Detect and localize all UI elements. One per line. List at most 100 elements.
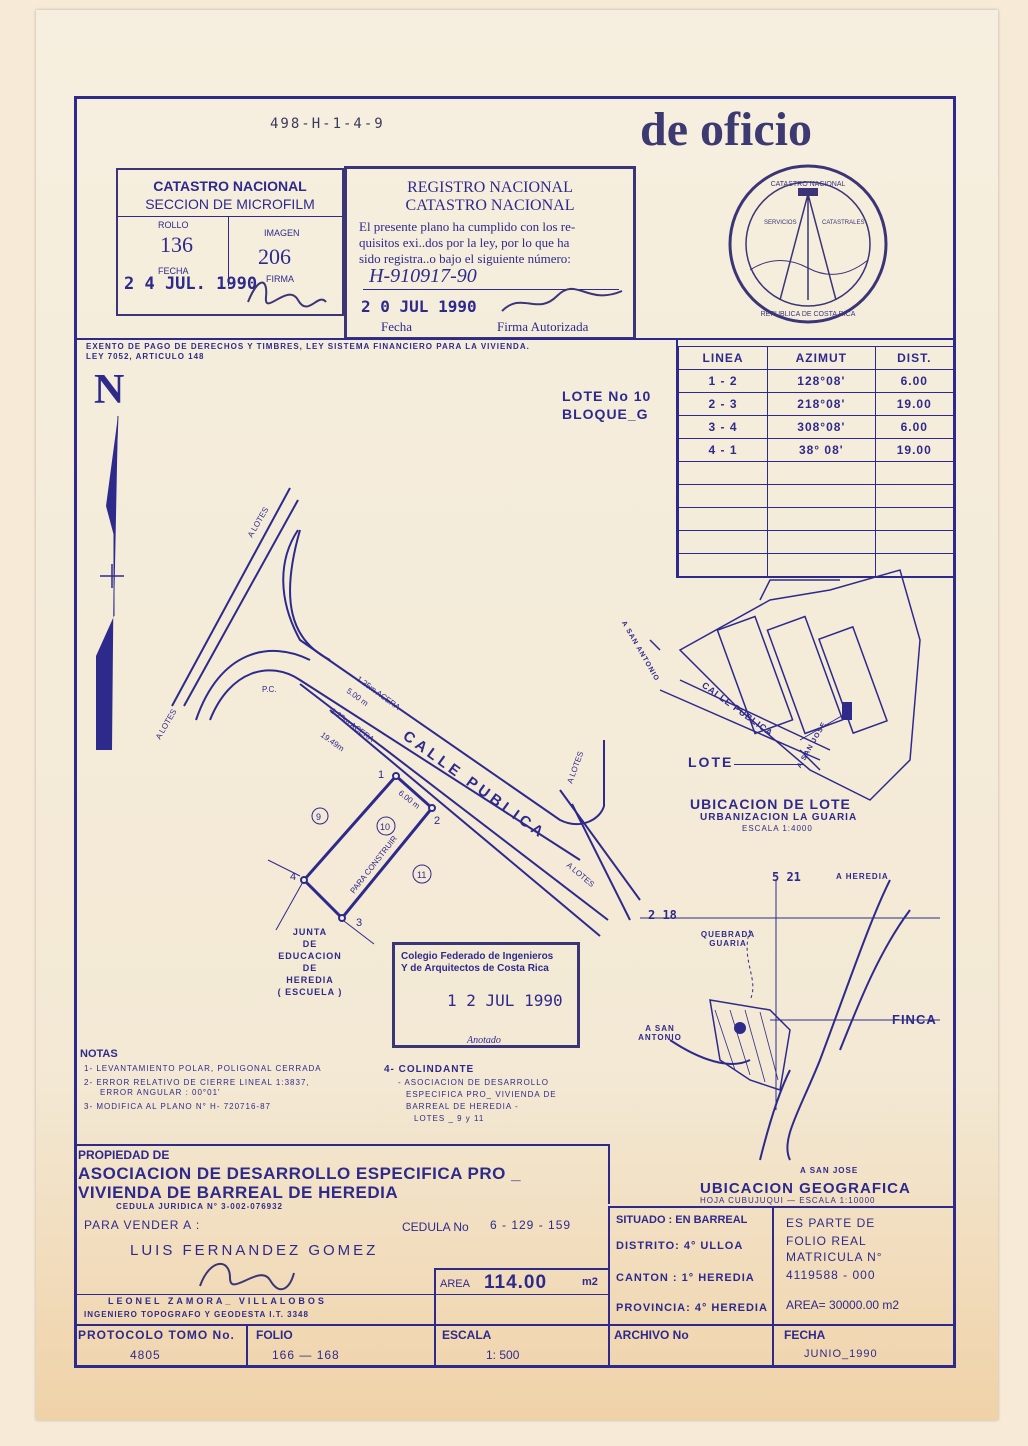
distrito: DISTRITO: 4° ULLOA: [616, 1240, 744, 1252]
corner-1: 1: [378, 769, 384, 781]
colindante-title: 4- COLINDANTE: [384, 1064, 475, 1075]
table-cell: 128°08': [767, 369, 876, 393]
finca-label: FINCA: [892, 1012, 937, 1027]
exento-line-1: EXENTO DE PAGO DE DERECHOS Y TIMBRES, LE…: [86, 342, 530, 351]
cedula-value: 6 - 129 - 159: [490, 1218, 572, 1232]
ubicacion-lote-title: UBICACION DE LOTE: [690, 796, 851, 812]
fecha-value: JUNIO_1990: [804, 1348, 878, 1360]
registro-title: REGISTRO NACIONAL: [407, 179, 573, 196]
registro-line-2: quisitos exi..dos por la ley, por lo que…: [359, 235, 570, 250]
calle-publica-label: CALLE PUBLICA: [400, 727, 550, 842]
catastro-seal: CATASTRO NACIONAL SERVICIOS CATASTRALES …: [728, 164, 888, 324]
seal-bottom-text: REPUBLICA DE COSTA RICA: [761, 311, 856, 318]
colegio-line-2: Y de Arquitectos de Costa Rica: [401, 963, 549, 974]
microfilm-fecha: 2 4 JUL. 1990: [124, 274, 258, 294]
folio-label: FOLIO: [256, 1328, 293, 1342]
geo-a-san-antonio: A SAN ANTONIO: [638, 1024, 682, 1042]
notas-title: NOTAS: [80, 1048, 118, 1060]
registro-fecha-label: Fecha: [381, 319, 413, 334]
lotes-label-a: A LOTES: [246, 506, 270, 539]
colindante-line: LOTES _ 9 y 11: [414, 1114, 485, 1123]
lot-11: 11: [417, 870, 426, 880]
seal-top-text: CATASTRO NACIONAL: [771, 181, 846, 188]
hoja-label: HOJA CUBUJUQUI — ESCALA 1:10000: [700, 1196, 876, 1205]
north-label: N: [94, 367, 125, 413]
folio-area: AREA= 30000.00 m2: [786, 1298, 900, 1312]
lot-9: 9: [316, 812, 321, 822]
junta-line: JUNTA: [292, 927, 328, 937]
colegio-fecha: 1 2 JUL 1990: [447, 991, 563, 1010]
registro-fecha: 2 0 JUL 1990: [361, 297, 477, 316]
canton: CANTON : 1° HEREDIA: [616, 1272, 755, 1284]
imagen-label: IMAGEN: [264, 228, 300, 238]
fecha-label: FECHA: [784, 1328, 826, 1342]
registro-line-1: El presente plano ha cumplido con los re…: [359, 219, 576, 234]
matricula-value: 4119588 - 000: [786, 1268, 876, 1282]
junta-line: DE: [302, 963, 318, 973]
propiedad-name-1: ASOCIACION DE DESARROLLO ESPECIFICA PRO …: [78, 1164, 522, 1183]
nota-3: 3- MODIFICA AL PLANO N° H- 720716-87: [84, 1102, 271, 1111]
situado: SITUADO : EN BARREAL: [616, 1214, 748, 1226]
folio-line-3: MATRICULA N°: [786, 1250, 883, 1264]
colindante-line: ESPECIFICA PRO_ VIVIENDA DE: [406, 1090, 557, 1099]
registro-signature: [501, 287, 623, 312]
corner-2: 2: [434, 815, 440, 827]
lote-number: LOTE No 10: [562, 388, 652, 404]
folio-line-1: ES PARTE DE: [786, 1216, 876, 1230]
acera-label-1: 1.25m ACERA: [355, 674, 403, 712]
registro-number: H-910917-90: [369, 265, 477, 287]
bloque: BLOQUE_G: [562, 406, 649, 422]
map-lote-label: LOTE: [688, 754, 734, 770]
engineer-signature: [199, 1262, 295, 1291]
paper-sheet: [36, 10, 998, 1420]
table-row: 3 - 4: [677, 415, 769, 439]
comprador-name: LUIS FERNANDEZ GOMEZ: [130, 1242, 379, 1259]
table-row: 4 - 1: [677, 438, 769, 462]
archivo-label: ARCHIVO No: [614, 1328, 689, 1342]
lotes-label-d: A LOTES: [565, 861, 596, 889]
table-row: 2 - 3: [677, 392, 769, 416]
geographic-map: [640, 879, 940, 1161]
pc-label: P.C.: [262, 685, 277, 694]
nota-2: 2- ERROR RELATIVO DE CIERRE LINEAL 1:383…: [84, 1078, 310, 1087]
side-label: 6.00 m: [397, 788, 422, 810]
distance-label: 19.49m: [319, 730, 346, 753]
rollo-value: 136: [160, 232, 193, 257]
seal-right-text: CATASTRALES: [822, 220, 864, 226]
microfilm-subtitle: SECCION DE MICROFILM: [145, 196, 315, 212]
corner-3: 3: [356, 917, 362, 929]
vender-label: PARA VENDER A :: [84, 1218, 201, 1232]
anotado-label: Anotado: [467, 1035, 501, 1046]
registro-stamp: REGISTRO NACIONAL CATASTRO NACIONAL El p…: [344, 166, 636, 340]
microfilm-title: CATASTRO NACIONAL: [153, 178, 307, 194]
lot-10: 10: [380, 822, 390, 832]
area-value: 114.00: [484, 1272, 548, 1293]
col-dist: DIST.: [874, 346, 955, 370]
a-heredia-label: A HEREDIA: [836, 872, 889, 881]
microfilm-signature: [247, 281, 327, 308]
quebrada-label: QUEBRADA GUARIA: [700, 930, 756, 948]
area-label: AREA: [440, 1278, 470, 1290]
firma-autorizada-label: Firma Autorizada: [497, 319, 589, 334]
coord-218: 2 18: [648, 908, 677, 922]
junta-line: DE: [302, 939, 318, 949]
exento-line-2: LEY 7052, ARTICULO 148: [86, 352, 205, 361]
protocolo-value: 4805: [130, 1348, 161, 1362]
seal-left-text: SERVICIOS: [764, 220, 797, 226]
cedula-juridica: CEDULA JURIDICA N° 3-002-076932: [116, 1202, 283, 1211]
propiedad-label: PROPIEDAD DE: [78, 1148, 170, 1162]
corner-4: 4: [290, 871, 296, 883]
de-oficio-stamp: de oficio: [640, 103, 812, 156]
engineer-title: INGENIERO TOPOGRAFO Y GEODESTA I.T. 3348: [84, 1310, 309, 1319]
para-construir-label: PARA CONSTRUIR: [348, 834, 399, 895]
junta-line: EDUCACION: [278, 951, 342, 961]
lote-location-map: [649, 569, 921, 801]
propiedad-name-2: VIVIENDA DE BARREAL DE HEREDIA: [78, 1183, 399, 1202]
microfilm-fecha-label: FECHA: [158, 266, 189, 276]
coord-521: 5 21: [772, 870, 801, 884]
protocolo-label: PROTOCOLO TOMO No.: [78, 1328, 235, 1342]
junta-line: ( ESCUELA ): [277, 987, 343, 997]
junta-label: JUNTA DE EDUCACION DE HEREDIA ( ESCUELA …: [262, 926, 358, 998]
nota-2b: ERROR ANGULAR : 00°01': [100, 1088, 221, 1097]
